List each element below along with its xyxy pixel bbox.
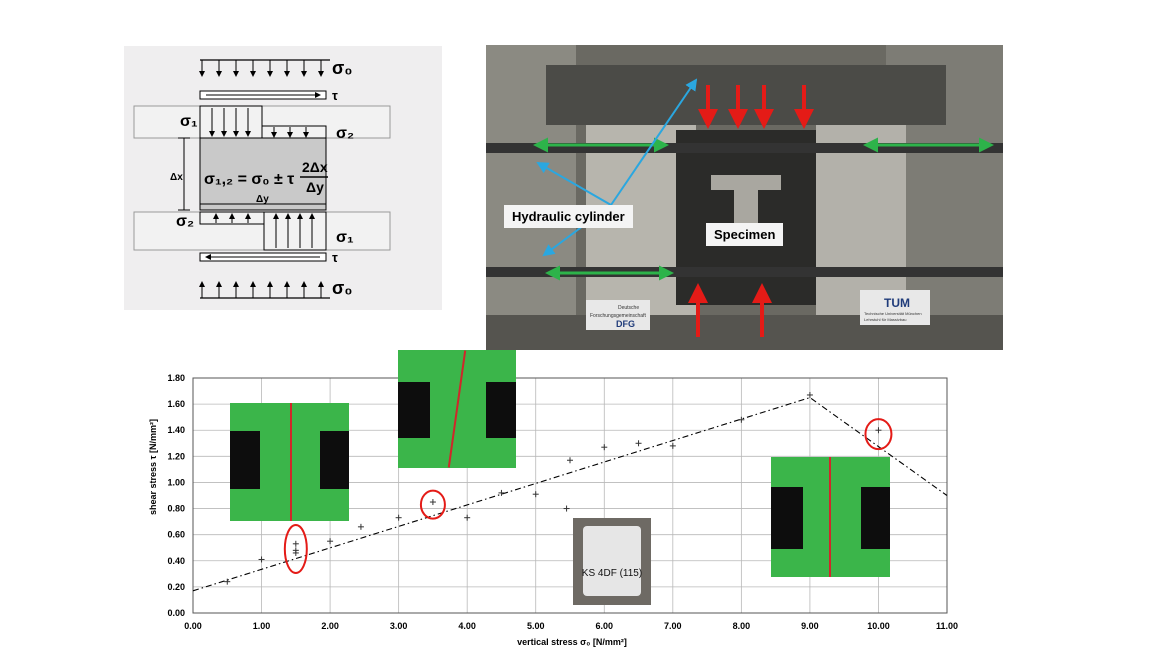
data-point [669,442,676,449]
x-axis-title: vertical stress σ₀ [N/mm²] [517,637,627,647]
data-point [395,514,402,521]
data-point [429,499,436,506]
sigma2-right-label: σ₂ [336,125,354,142]
formula-lhs: σ₁,₂ = σ₀ ± τ [204,171,294,188]
y-tick-label: 1.40 [167,425,185,435]
data-point [464,514,471,521]
specimen-inset-high [771,457,890,577]
y-tick-label: 0.80 [167,504,185,514]
x-tick-label: 2.00 [321,621,339,631]
brick-photo: KS 4DF (115) [573,518,651,605]
test-rig-illustration: Deutsche Forschungsgemeinschaft DFG TUM … [486,45,1003,350]
y-tick-label: 1.20 [167,451,185,461]
data-point [532,491,539,498]
data-point [806,391,813,398]
data-point [498,489,505,496]
data-point [327,538,334,545]
data-point [563,505,570,512]
x-tick-label: 9.00 [801,621,819,631]
dfg-sign-line1: Deutsche [618,305,639,311]
sigma0-top-label: σ₀ [332,58,352,78]
x-tick-label: 4.00 [458,621,476,631]
chart-circled-points [283,418,893,575]
chart-ticks: 0.00 1.00 2.00 3.00 4.00 5.00 6.00 7.00 8.00 9.00… [167,373,958,631]
tum-sign-line1: Technische Universität München [864,311,922,316]
x-tick-label: 6.00 [596,621,614,631]
x-tick-label: 0.00 [184,621,202,631]
tau-bottom-label: τ [332,250,338,265]
dy-label: Δy [256,194,269,205]
sigma0-bottom-label: σ₀ [332,278,352,298]
circled-point-ellipse [283,524,308,575]
shear-test-schematic: σ₀ τ σ₁ σ₂ Δx σ₁,₂ = σ₀ ± τ 2Δx Δy Δy σ₂… [124,46,442,310]
brick-label: KS 4DF (115) [581,568,643,579]
red-load-arrows [688,85,814,337]
x-tick-label: 11.00 [936,621,958,631]
data-point [292,549,299,556]
schematic-drawing: σ₀ τ σ₁ σ₂ Δx σ₁,₂ = σ₀ ± τ 2Δx Δy Δy σ₂… [133,58,391,299]
formula-denominator: Δy [306,179,324,195]
y-tick-label: 1.00 [167,477,185,487]
tum-logo: TUM [884,296,910,310]
dfg-sign-line2: Forschungsgemeinschaft [590,313,646,319]
hydraulic-cylinder-callout: Hydraulic cylinder [504,205,633,228]
data-point [224,578,231,585]
x-tick-label: 3.00 [390,621,408,631]
dx-label: Δx [170,172,183,183]
y-tick-label: 0.20 [167,582,185,592]
x-tick-label: 7.00 [664,621,682,631]
sigma2-left-label: σ₂ [176,213,194,230]
data-point [292,540,299,547]
tau-top-label: τ [332,88,338,103]
specimen-inset-low [230,403,349,521]
green-shear-arrows [533,137,994,281]
circled-point-ellipse [419,489,446,520]
x-tick-label: 10.00 [867,621,890,631]
x-tick-label: 1.00 [253,621,271,631]
y-tick-label: 1.60 [167,399,185,409]
dfg-logo: DFG [616,319,635,329]
data-point [635,440,642,447]
specimen-inset-mid [398,350,516,468]
chart-envelope [192,396,948,592]
test-rig-photo: Deutsche Forschungsgemeinschaft DFG TUM … [486,45,1003,350]
circled-point-ellipse [864,418,893,451]
y-tick-label: 0.00 [167,608,185,618]
data-point [875,427,882,434]
y-axis-title: shear stress τ [N/mm²] [148,419,158,515]
data-point [357,523,364,530]
y-tick-label: 1.80 [167,373,185,383]
chart-points [224,391,882,585]
y-tick-label: 0.60 [167,530,185,540]
x-tick-label: 8.00 [733,621,751,631]
sigma1-left-label: σ₁ [180,113,198,130]
data-point [738,416,745,423]
sigma0-top-arrows [199,60,324,77]
tum-sign-line2: Lehrstuhl für Massivbau [864,317,906,322]
sigma1-right-label: σ₁ [336,229,354,246]
envelope-line [192,396,948,592]
formula-numerator: 2Δx [302,159,328,175]
x-tick-label: 5.00 [527,621,545,631]
data-point [567,457,573,464]
data-point [601,444,608,451]
specimen-callout: Specimen [706,223,784,246]
y-tick-label: 0.40 [167,556,185,566]
data-point [258,556,265,563]
